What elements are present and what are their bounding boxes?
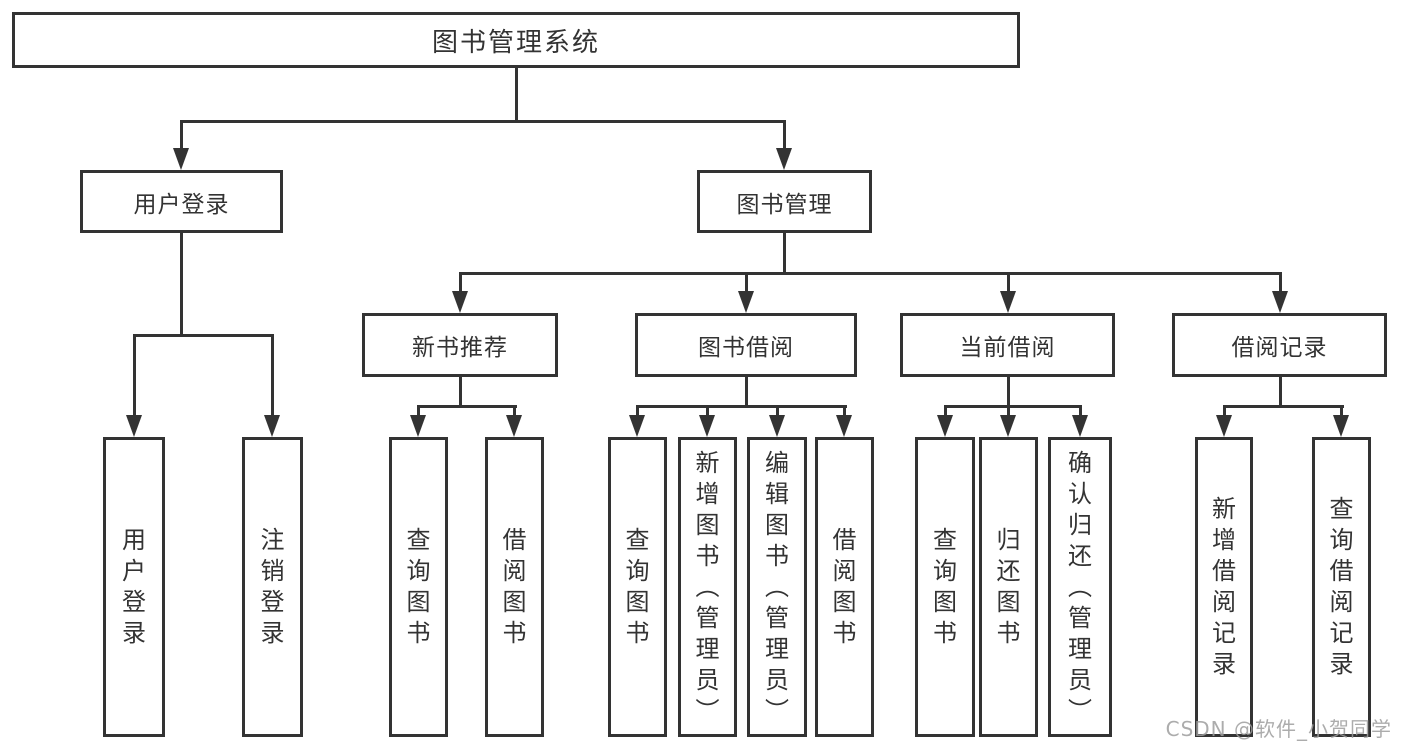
arrowhead-login-leaf: [126, 415, 142, 437]
node-new-book-recommend: 新书推荐: [362, 313, 558, 377]
arrowhead-user-login: [173, 148, 189, 170]
arrowhead-logout-leaf: [264, 415, 280, 437]
leaf-query-books-borrow: 查询图书: [608, 437, 667, 737]
leaf-query-borrow-record: 查询借阅记录: [1312, 437, 1371, 737]
edge-drop-leaf: [417, 408, 420, 415]
node-label: 查询图书: [625, 526, 650, 647]
edge-drop-leaf: [843, 408, 846, 415]
leaf-edit-books-admin: 编辑图书︵管理员︶: [747, 437, 807, 737]
node-book-management: 图书管理: [697, 170, 872, 233]
node-label: 编辑图书︵管理员︶: [765, 448, 789, 725]
edge-root-stem: [515, 68, 518, 123]
edge-drop-leaf: [513, 408, 516, 415]
edge-level2-bus: [180, 120, 786, 123]
edge-drop-leaf: [1340, 408, 1343, 415]
edge-drop-leaf: [706, 408, 709, 415]
edge-current-borrow-stem: [1007, 377, 1010, 408]
leaf-logout: 注销登录: [242, 437, 303, 737]
arrowhead-leaf: [1000, 415, 1016, 437]
node-label: 确认归还︵管理员︶: [1068, 448, 1092, 725]
edge-new-book-stem: [459, 377, 462, 408]
node-label: 当前借阅: [959, 335, 1056, 361]
node-label: 借阅图书: [832, 526, 857, 647]
leaf-confirm-return-admin: 确认归还︵管理员︶: [1048, 437, 1112, 737]
edge-drop-leaf: [1079, 408, 1082, 415]
node-label: 查询图书: [933, 526, 957, 647]
leaf-query-books-current: 查询图书: [915, 437, 975, 737]
arrowhead-leaf: [699, 415, 715, 437]
arrowhead-book-management: [776, 148, 792, 170]
node-library-management-system: 图书管理系统: [12, 12, 1020, 68]
edge-drop-book-borrow: [745, 275, 748, 291]
edge-drop-borrow-records: [1279, 275, 1282, 291]
node-label: 新增借阅记录: [1212, 495, 1236, 678]
edge-book-borrow-stem: [745, 377, 748, 408]
edge-drop-current-borrow: [1007, 275, 1010, 291]
arrowhead-borrow-records: [1272, 291, 1288, 313]
arrowhead-leaf: [1216, 415, 1232, 437]
edge-user-login-stem: [180, 233, 183, 337]
node-label: 借阅图书: [502, 526, 527, 647]
node-label: 归还图书: [996, 526, 1021, 647]
node-label: 查询借阅记录: [1329, 495, 1354, 678]
leaf-borrow-books-recommend: 借阅图书: [485, 437, 544, 737]
arrowhead-leaf: [506, 415, 522, 437]
arrowhead-leaf: [629, 415, 645, 437]
node-label: 注销登录: [260, 526, 285, 647]
node-label: 用户登录: [122, 526, 146, 647]
node-label: 用户登录: [133, 191, 230, 218]
node-label: 查询图书: [406, 526, 431, 647]
watermark: CSDN @软件_小贺同学: [1165, 717, 1392, 741]
edge-drop-leaf: [1007, 408, 1010, 415]
node-label: 新增图书︵管理员︶: [695, 448, 720, 725]
edge-drop-logout-leaf: [271, 337, 274, 415]
leaf-return-books: 归还图书: [979, 437, 1038, 737]
edge-user-login-bus: [133, 334, 274, 337]
leaf-query-books-recommend: 查询图书: [389, 437, 448, 737]
node-book-borrowing: 图书借阅: [635, 313, 857, 377]
edge-borrow-records-stem: [1279, 377, 1282, 408]
edge-drop-login-leaf: [133, 337, 136, 415]
node-label: 图书管理系统: [431, 27, 600, 58]
arrowhead-leaf: [937, 415, 953, 437]
node-current-borrowing: 当前借阅: [900, 313, 1115, 377]
leaf-borrow-books: 借阅图书: [815, 437, 874, 737]
edge-drop-leaf: [776, 408, 779, 415]
node-label: 借阅记录: [1231, 335, 1328, 361]
arrowhead-leaf: [836, 415, 852, 437]
edge-new-book-bus: [417, 405, 517, 408]
leaf-add-books-admin: 新增图书︵管理员︶: [678, 437, 737, 737]
arrowhead-current-borrow: [1000, 291, 1016, 313]
edge-book-borrow-bus: [636, 405, 847, 408]
edge-book-management-stem: [783, 233, 786, 275]
arrowhead-new-book: [452, 291, 468, 313]
edge-current-borrow-bus: [944, 405, 1082, 408]
edge-drop-user-login: [180, 123, 183, 149]
edge-drop-new-book: [459, 275, 462, 291]
arrowhead-book-borrow: [738, 291, 754, 313]
arrowhead-leaf: [410, 415, 426, 437]
node-user-login: 用户登录: [80, 170, 283, 233]
node-label: 图书借阅: [698, 335, 794, 361]
edge-drop-leaf: [944, 408, 947, 415]
arrowhead-leaf: [1333, 415, 1349, 437]
leaf-user-login: 用户登录: [103, 437, 165, 737]
node-label: 图书管理: [736, 191, 833, 218]
node-label: 新书推荐: [412, 335, 508, 361]
edge-level3-bus: [459, 272, 1282, 275]
edge-borrow-records-bus: [1223, 405, 1344, 408]
arrowhead-leaf: [1072, 415, 1088, 437]
node-borrowing-records: 借阅记录: [1172, 313, 1387, 377]
edge-drop-leaf: [636, 408, 639, 415]
arrowhead-leaf: [769, 415, 785, 437]
edge-drop-book-management: [783, 123, 786, 149]
leaf-add-borrow-record: 新增借阅记录: [1195, 437, 1253, 737]
edge-drop-leaf: [1223, 408, 1226, 415]
